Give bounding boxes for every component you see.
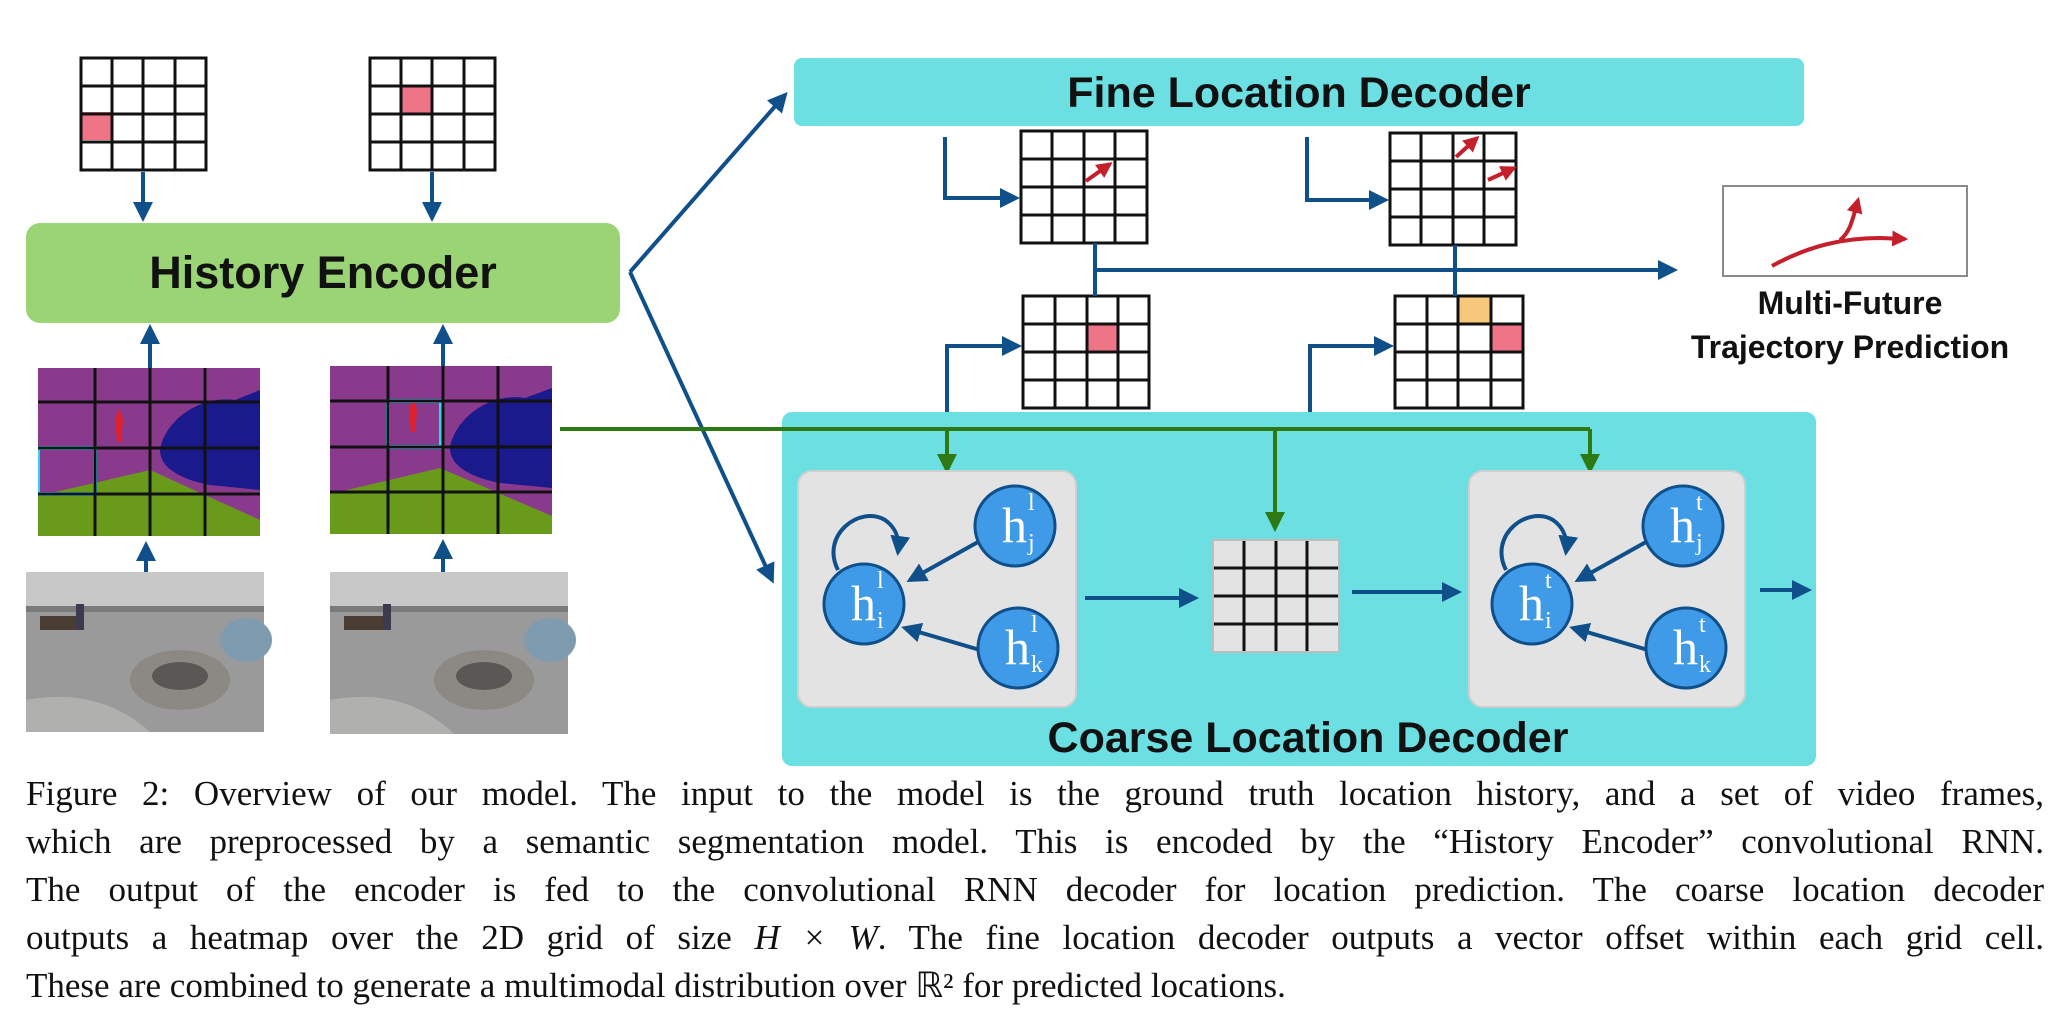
node-hk-left: h l k bbox=[976, 606, 1060, 690]
caption-line-4-after: . The fine location decoder outputs a ve… bbox=[877, 918, 2044, 957]
svg-text:j: j bbox=[1027, 530, 1035, 556]
svg-text:t: t bbox=[1699, 612, 1706, 638]
caption-line-5-before: These are combined to generate a multimo… bbox=[26, 966, 916, 1005]
svg-text:h: h bbox=[851, 575, 876, 631]
node-hk-right: h t k bbox=[1644, 606, 1728, 690]
node-hj-right: h t j bbox=[1641, 484, 1725, 568]
caption-line-1: Figure 2: Overview of our model. The inp… bbox=[26, 774, 2044, 813]
fine-offset-grid-2 bbox=[1388, 131, 1518, 247]
svg-text:l: l bbox=[1031, 612, 1038, 638]
output-label-line-2: Trajectory Prediction bbox=[1691, 329, 2009, 365]
trajectory-output-box bbox=[1722, 185, 1968, 277]
caption-line-3: The output of the encoder is fed to the … bbox=[26, 870, 2044, 909]
segmentation-map-1 bbox=[38, 368, 260, 536]
caption-line-5-after: for predicted locations. bbox=[953, 966, 1286, 1005]
svg-text:h: h bbox=[1005, 619, 1030, 675]
svg-text:h: h bbox=[1673, 619, 1698, 675]
arrow-into-coarse-grid-1 bbox=[945, 336, 1022, 412]
caption-line-2: which are preprocessed by a semantic seg… bbox=[26, 822, 2044, 861]
caption-math-grid-size: H × W bbox=[754, 918, 878, 957]
arrow-into-fine-grid-2 bbox=[1305, 137, 1389, 210]
fine-decoder-box bbox=[794, 58, 1804, 126]
location-history-grid-2 bbox=[368, 56, 497, 172]
location-history-grid-1 bbox=[79, 56, 208, 172]
fine-decoder-label: Fine Location Decoder bbox=[1067, 69, 1531, 117]
svg-text:i: i bbox=[877, 608, 884, 634]
node-hj-left: h l j bbox=[973, 484, 1057, 568]
caption-line-5: These are combined to generate a multimo… bbox=[26, 962, 2044, 1010]
edge-hk-to-hi-left bbox=[901, 622, 981, 652]
model-overview-diagram: Coarse Location Decoder Fine Location De… bbox=[26, 56, 2009, 766]
node-hi-right: h t i bbox=[1490, 562, 1574, 646]
arrow-into-coarse-grid-2 bbox=[1308, 336, 1394, 412]
node-hi-left: h l i bbox=[822, 562, 906, 646]
coarse-decoder-label: Coarse Location Decoder bbox=[1048, 714, 1569, 762]
svg-text:l: l bbox=[1028, 490, 1035, 516]
coarse-heatmap-grid-1 bbox=[1021, 294, 1151, 410]
svg-text:t: t bbox=[1545, 568, 1552, 594]
arrow-encoder-to-fine bbox=[628, 91, 788, 274]
svg-text:h: h bbox=[1002, 497, 1027, 553]
svg-text:h: h bbox=[1670, 497, 1695, 553]
video-frame-1 bbox=[26, 572, 272, 732]
svg-text:h: h bbox=[1519, 575, 1544, 631]
caption-line-4: outputs a heatmap over the 2D grid of si… bbox=[26, 914, 2044, 962]
edge-hk-to-hi-right bbox=[1569, 622, 1649, 652]
svg-text:i: i bbox=[1545, 608, 1552, 634]
caption-math-real-plane: ℝ² bbox=[915, 966, 954, 1005]
arrow-into-fine-grid-1 bbox=[943, 137, 1020, 208]
video-frame-2 bbox=[330, 572, 576, 734]
history-encoder-label: History Encoder bbox=[149, 247, 497, 298]
svg-text:j: j bbox=[1695, 530, 1703, 556]
history-encoder-box bbox=[26, 223, 620, 323]
svg-text:t: t bbox=[1696, 490, 1703, 516]
svg-text:k: k bbox=[1699, 652, 1711, 678]
coarse-middle-grid bbox=[1212, 539, 1340, 653]
arrow-encoder-to-coarse bbox=[628, 271, 775, 584]
caption-line-4-before: outputs a heatmap over the 2D grid of si… bbox=[26, 918, 755, 957]
self-loop-right bbox=[1499, 514, 1579, 571]
svg-text:l: l bbox=[877, 568, 884, 594]
fine-offset-grid-1 bbox=[1019, 129, 1149, 245]
svg-text:k: k bbox=[1031, 652, 1043, 678]
edge-hj-to-hi-right bbox=[1574, 540, 1647, 582]
output-label-line-1: Multi-Future bbox=[1758, 285, 1943, 321]
segmentation-map-2 bbox=[330, 366, 552, 534]
figure-caption: Figure 2: Overview of our model. The inp… bbox=[26, 770, 2044, 1010]
edge-hj-to-hi-left bbox=[906, 540, 979, 582]
coarse-heatmap-grid-2 bbox=[1393, 294, 1525, 410]
self-loop-left bbox=[831, 514, 911, 571]
